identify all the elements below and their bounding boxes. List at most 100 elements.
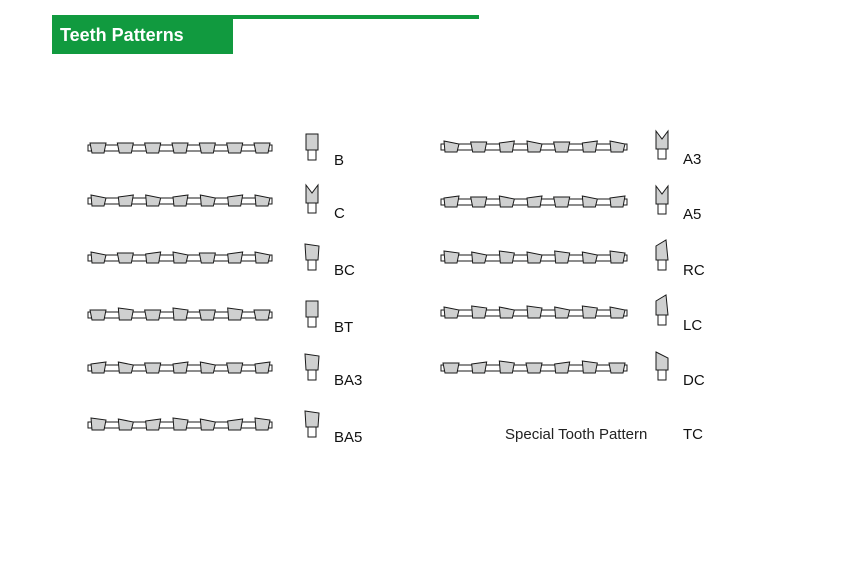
saw-tooth bbox=[498, 195, 515, 208]
saw-tooth bbox=[498, 250, 515, 264]
saw-tooth bbox=[90, 417, 107, 431]
pattern-row-rc bbox=[440, 239, 669, 271]
saw-tooth bbox=[254, 251, 271, 264]
pattern-code-a3: A3 bbox=[683, 151, 702, 168]
pattern-code-lc: LC bbox=[683, 317, 703, 334]
saw-tooth bbox=[198, 252, 216, 264]
saw-tooth bbox=[442, 362, 460, 374]
saw-tooth bbox=[145, 418, 162, 431]
pattern-code-c: C bbox=[334, 205, 345, 222]
saw-tooth bbox=[171, 142, 189, 154]
tooth-shank bbox=[307, 316, 317, 328]
pattern-row-dc bbox=[440, 351, 669, 381]
tooth-shank bbox=[657, 148, 667, 160]
saw-tooth bbox=[526, 305, 543, 319]
saw-tooth bbox=[90, 251, 107, 264]
saw-tooth bbox=[498, 360, 515, 374]
tooth-head bbox=[304, 410, 320, 428]
saw-tooth bbox=[116, 142, 134, 154]
pattern-row-c bbox=[87, 183, 319, 214]
saw-tooth bbox=[226, 142, 244, 154]
pattern-row-ba3 bbox=[87, 353, 320, 381]
saw-tooth bbox=[581, 360, 598, 374]
tooth-shank bbox=[657, 369, 667, 381]
saw-tooth bbox=[227, 194, 244, 207]
saw-tooth bbox=[253, 142, 271, 154]
saw-tooth bbox=[172, 361, 189, 374]
pattern-row-a5 bbox=[440, 184, 669, 215]
saw-tooth bbox=[89, 142, 107, 154]
saw-tooth bbox=[227, 251, 244, 264]
pattern-code-bc: BC bbox=[334, 262, 355, 279]
saw-tooth bbox=[226, 362, 244, 374]
saw-tooth bbox=[254, 417, 271, 431]
saw-tooth bbox=[199, 361, 216, 374]
saw-tooth bbox=[609, 195, 626, 208]
saw-tooth bbox=[145, 251, 162, 264]
saw-tooth bbox=[609, 306, 626, 319]
pattern-row-bc bbox=[87, 243, 320, 271]
saw-tooth bbox=[172, 307, 189, 321]
saw-tooth bbox=[443, 306, 460, 319]
saw-tooth bbox=[144, 142, 162, 154]
tooth-shank bbox=[657, 314, 667, 326]
tooth-shank bbox=[307, 426, 317, 438]
saw-tooth bbox=[471, 251, 488, 264]
saw-tooth bbox=[554, 306, 571, 319]
tooth-head bbox=[305, 183, 319, 204]
saw-tooth bbox=[90, 361, 107, 374]
tooth-head bbox=[304, 243, 320, 261]
page-title: Teeth Patterns bbox=[52, 19, 233, 54]
header-accent-line bbox=[52, 15, 479, 19]
saw-tooth bbox=[498, 140, 515, 153]
tooth-shank bbox=[307, 259, 317, 271]
saw-tooth bbox=[609, 250, 626, 264]
saw-tooth bbox=[470, 141, 488, 153]
tooth-head bbox=[655, 184, 669, 205]
saw-tooth bbox=[145, 194, 162, 207]
tooth-shank bbox=[307, 202, 317, 214]
tooth-head bbox=[655, 239, 669, 261]
saw-tooth bbox=[525, 362, 543, 374]
saw-tooth bbox=[526, 195, 543, 208]
saw-tooth bbox=[117, 194, 134, 207]
tooth-shank bbox=[657, 259, 667, 271]
saw-tooth bbox=[117, 307, 134, 321]
saw-tooth bbox=[471, 305, 488, 319]
pattern-code-dc: DC bbox=[683, 372, 705, 389]
pattern-row-a3 bbox=[440, 129, 669, 160]
saw-tooth bbox=[89, 309, 107, 321]
pattern-code-bt: BT bbox=[334, 319, 354, 336]
saw-tooth bbox=[199, 194, 216, 207]
tooth-head bbox=[655, 351, 669, 371]
saw-tooth bbox=[443, 250, 460, 264]
saw-tooth bbox=[144, 309, 162, 321]
pattern-code-rc: RC bbox=[683, 262, 705, 279]
saw-tooth bbox=[608, 362, 626, 374]
pattern-row-b bbox=[87, 133, 319, 161]
saw-tooth bbox=[553, 196, 571, 208]
saw-tooth bbox=[254, 194, 271, 207]
saw-tooth bbox=[554, 361, 571, 374]
pattern-row-bt bbox=[87, 300, 319, 328]
saw-tooth bbox=[581, 305, 598, 319]
saw-tooth bbox=[581, 251, 598, 264]
tooth-head bbox=[655, 129, 669, 150]
tooth-head bbox=[304, 353, 320, 371]
tooth-head bbox=[305, 300, 319, 318]
saw-tooth bbox=[443, 195, 460, 208]
pattern-row-ba5 bbox=[87, 410, 320, 438]
saw-tooth bbox=[198, 309, 216, 321]
saw-tooth bbox=[90, 194, 107, 207]
saw-tooth bbox=[116, 252, 134, 264]
pattern-row-lc bbox=[440, 294, 669, 326]
tooth-head bbox=[655, 294, 669, 316]
saw-tooth bbox=[609, 140, 626, 153]
saw-tooth bbox=[471, 361, 488, 374]
tooth-head bbox=[305, 133, 319, 151]
saw-tooth bbox=[526, 251, 543, 264]
saw-tooth bbox=[117, 361, 134, 374]
saw-tooth bbox=[253, 309, 271, 321]
saw-tooth bbox=[581, 195, 598, 208]
